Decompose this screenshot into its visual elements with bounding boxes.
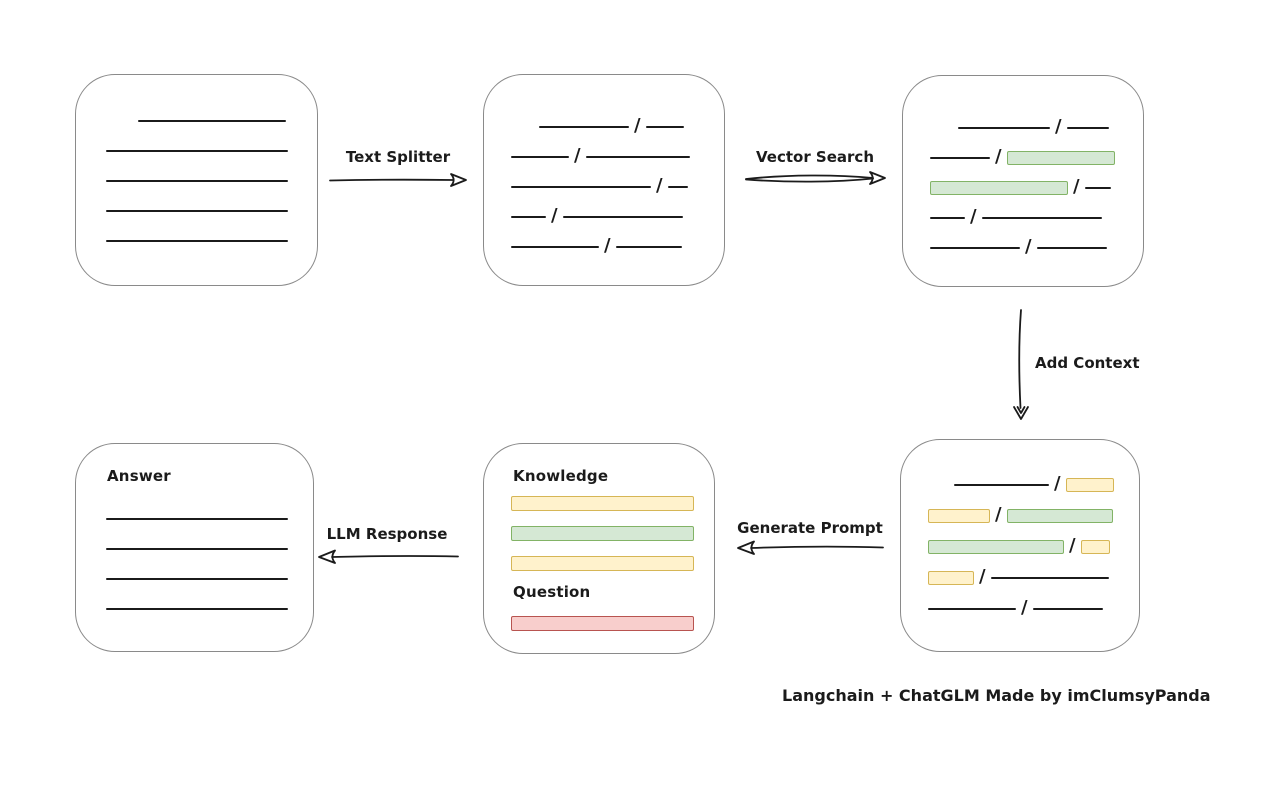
diagram-caption: Langchain + ChatGLM Made by imClumsyPand… [782,686,1211,705]
text-line [928,607,1016,610]
text-line [1084,187,1111,189]
text-line [106,180,288,182]
chunk-row: / [930,173,1121,203]
text-line [954,483,1049,486]
chunk-row: / [930,203,1121,233]
slash-separator: / [970,206,977,227]
slash-separator: / [574,145,581,166]
chunk-row: / [511,142,702,172]
text-line [562,216,683,218]
text-chunks-box: / / / / / [483,74,725,286]
slash-separator: / [1025,236,1032,257]
red-bar [511,616,694,631]
chunk-row: / [511,202,702,232]
yellow-chunk-highlight [928,508,990,523]
text-line [106,150,288,152]
generate-prompt-arrow [737,540,884,555]
chunk-row: / [928,531,1117,562]
yellow-chunk-highlight [1080,539,1110,554]
text-line [539,126,629,128]
slash-separator: / [656,175,663,196]
yellow-bar [511,496,694,511]
text-line [106,608,288,610]
text-line [1066,127,1109,129]
text-line [930,217,965,219]
text-line [511,246,599,248]
answer-label: Answer [107,467,171,485]
vector-search-label: Vector Search [755,148,874,166]
vector-search-arrow [745,171,886,185]
text-line [667,186,688,188]
knowledge-bars [511,496,694,571]
text-line [615,246,682,248]
slash-separator: / [995,146,1002,167]
text-line [930,247,1020,249]
chunk-rows: / / / / / [511,112,702,262]
chunk-row: / [928,593,1117,624]
yellow-chunk-highlight [928,570,974,585]
green-chunk-highlight [1006,151,1115,165]
question-label: Question [513,583,591,601]
question-bars [511,616,694,631]
add-context-arrow [1013,309,1029,420]
text-line [511,156,569,158]
slash-separator: / [604,235,611,256]
text-line [1036,247,1107,249]
green-bar [511,526,694,541]
text-line [981,217,1102,219]
text-line [106,210,288,212]
context-box: / / / / / [900,439,1140,652]
green-chunk-highlight [928,539,1064,554]
chunk-row: / [928,469,1117,500]
text-line [930,157,990,159]
llm-response-arrow [318,549,459,564]
yellow-chunk-highlight [1065,477,1114,492]
context-rows: / / / / / [928,469,1117,624]
text-line [1032,607,1103,610]
vector-search-results-box: / / / / / [902,75,1144,287]
text-splitter-label: Text Splitter [345,148,451,166]
slash-separator: / [1054,472,1061,494]
chunk-row: / [511,172,702,202]
text-line [106,578,288,580]
generate-prompt-label: Generate Prompt [737,519,883,537]
knowledge-label: Knowledge [513,467,609,485]
text-line [645,126,684,128]
text-line [106,518,288,520]
slash-separator: / [551,205,558,226]
slash-separator: / [995,503,1002,525]
add-context-label: Add Context [1035,354,1140,372]
slash-separator: / [634,115,641,136]
text-splitter-arrow [329,173,467,187]
green-chunk-highlight [930,181,1068,195]
text-line [511,186,651,188]
text-line [958,127,1050,129]
slash-separator: / [1069,534,1076,556]
slash-separator: / [1073,176,1080,197]
answer-box: Answer [75,443,314,652]
text-line [106,548,288,550]
text-line [138,120,286,122]
chunk-row: / [511,112,702,142]
text-line [106,240,288,242]
text-line [585,156,690,158]
chunk-row: / [511,232,702,262]
slash-separator: / [1055,116,1062,137]
document-box [75,74,318,286]
chunk-row: / [930,113,1121,143]
text-line [990,576,1109,579]
prompt-box: Knowledge Question [483,443,715,654]
chunk-row: / [930,233,1121,263]
text-line [511,216,546,218]
slash-separator: / [979,565,986,587]
yellow-bar [511,556,694,571]
chunk-row: / [928,562,1117,593]
slash-separator: / [1021,596,1028,618]
llm-response-label: LLM Response [326,525,448,543]
chunk-row: / [928,500,1117,531]
green-chunk-highlight [1006,508,1113,523]
search-result-rows: / / / / / [930,113,1121,263]
chunk-row: / [930,143,1121,173]
